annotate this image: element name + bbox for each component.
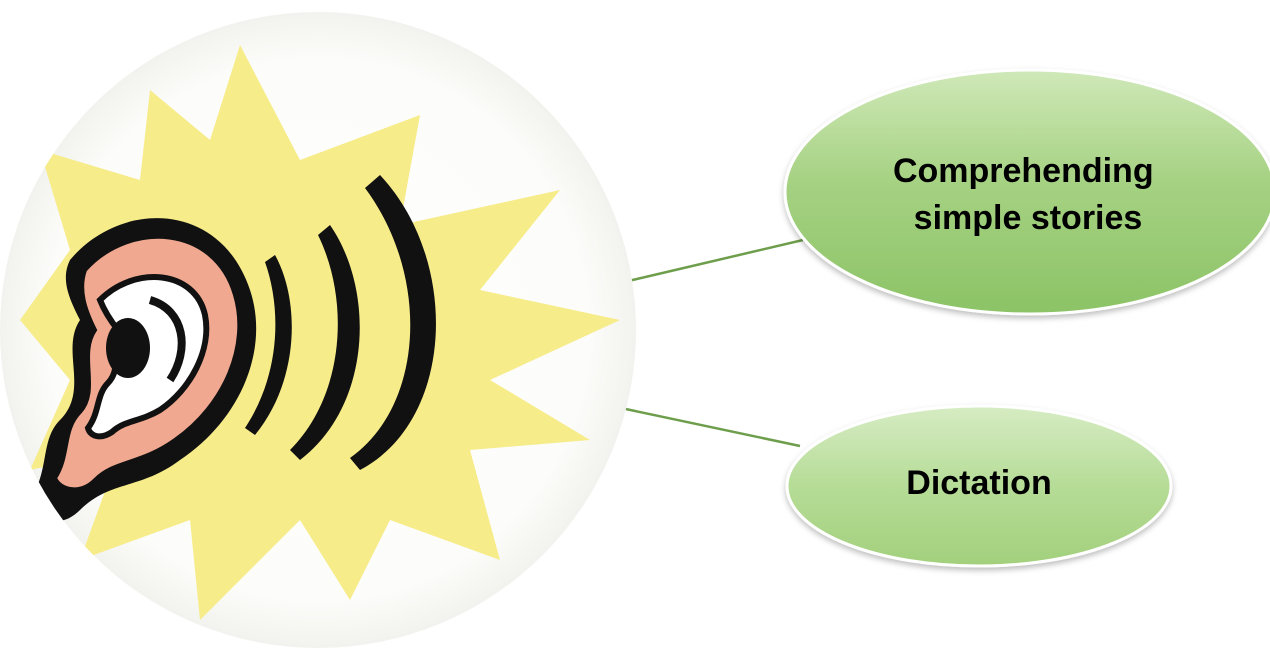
node-comprehending-line-1: Comprehending (893, 152, 1154, 190)
node-dictation: Dictation (785, 404, 1173, 568)
sound-waves-icon (245, 175, 436, 470)
center-ear-image (0, 12, 636, 648)
ear-icon (30, 218, 257, 521)
node-comprehending-shape (783, 68, 1270, 316)
node-dictation-shape (785, 404, 1173, 568)
starburst-shape (20, 45, 620, 620)
node-dictation-label: Dictation (906, 464, 1051, 502)
node-comprehending-line-2: simple stories (914, 199, 1143, 237)
svg-text:Dictation: Dictation (906, 464, 1051, 502)
node-comprehending: Comprehending simple stories (783, 68, 1270, 316)
svg-text:Comprehending simple sto: Comprehending simple stories (893, 152, 1163, 237)
connector-line-comprehending (623, 238, 804, 284)
connector-line-dictation (620, 406, 801, 448)
